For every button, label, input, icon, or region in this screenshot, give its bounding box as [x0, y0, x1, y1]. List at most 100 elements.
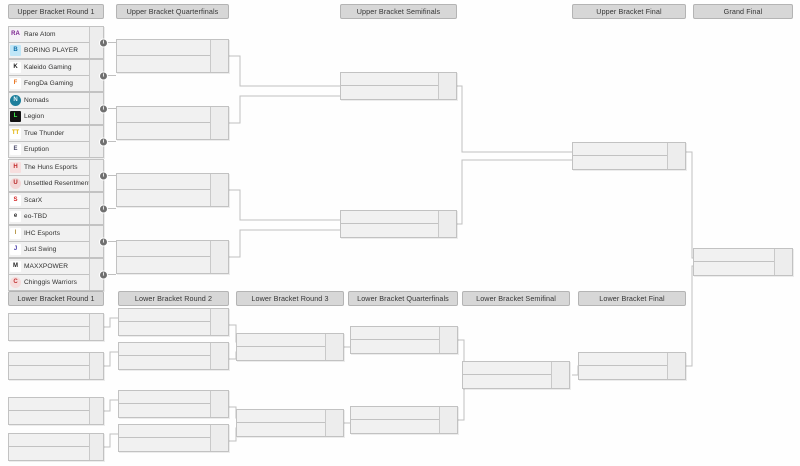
- match-slot-bottom[interactable]: F FengDa Gaming: [9, 75, 103, 91]
- match-slot-bottom[interactable]: C Chinggis Warriors: [9, 274, 103, 290]
- match-slot-bottom[interactable]: [9, 366, 103, 379]
- match-slot-bottom[interactable]: [237, 423, 343, 436]
- match-lb-semifinal[interactable]: [462, 361, 570, 389]
- match-lb-r2-2[interactable]: [118, 342, 229, 370]
- info-icon[interactable]: i: [100, 172, 107, 179]
- match-slot-top[interactable]: [117, 241, 228, 257]
- match-ub-qf-1[interactable]: [116, 39, 229, 73]
- match-slot-bottom[interactable]: [119, 322, 228, 335]
- match-slot-top[interactable]: M MAXXPOWER: [9, 259, 103, 275]
- match-ub-qf-4[interactable]: [116, 240, 229, 274]
- match-lb-r1-2[interactable]: [8, 352, 104, 380]
- match-lb-r1-3[interactable]: [8, 397, 104, 425]
- round-header-ub-semifinals[interactable]: Upper Bracket Semifinals: [340, 4, 457, 19]
- match-slot-top[interactable]: [119, 425, 228, 438]
- match-slot-top[interactable]: [119, 309, 228, 322]
- match-slot-bottom[interactable]: L Legion: [9, 108, 103, 124]
- match-slot-bottom[interactable]: [351, 420, 457, 433]
- match-slot-top[interactable]: [351, 407, 457, 420]
- match-slot-top[interactable]: H The Huns Esports: [9, 160, 103, 176]
- match-ub-final[interactable]: [572, 142, 686, 170]
- match-slot-bottom[interactable]: [341, 224, 456, 237]
- round-header-ub-round-1[interactable]: Upper Bracket Round 1: [8, 4, 104, 19]
- match-ub-qf-3[interactable]: [116, 173, 229, 207]
- match-ub-r1-1[interactable]: RA Rare Atom B BORING PLAYER i: [8, 26, 107, 59]
- match-slot-top[interactable]: [117, 174, 228, 190]
- match-slot-bottom[interactable]: [9, 327, 103, 340]
- match-lb-r2-4[interactable]: [118, 424, 229, 452]
- match-lb-final[interactable]: [578, 352, 686, 380]
- round-header-lb-round-2[interactable]: Lower Bracket Round 2: [118, 291, 229, 306]
- match-slot-bottom[interactable]: [9, 411, 103, 424]
- round-header-grand-final[interactable]: Grand Final: [693, 4, 793, 19]
- match-lb-qf-2[interactable]: [350, 406, 458, 434]
- match-lb-r3-1[interactable]: [236, 333, 344, 361]
- round-header-lb-round-1[interactable]: Lower Bracket Round 1: [8, 291, 104, 306]
- match-slot-top[interactable]: [237, 334, 343, 347]
- info-icon[interactable]: i: [100, 271, 107, 278]
- match-ub-r1-2[interactable]: K Kaleido Gaming F FengDa Gaming i: [8, 59, 107, 92]
- info-icon[interactable]: i: [100, 105, 107, 112]
- match-slot-top[interactable]: [351, 327, 457, 340]
- match-ub-sf-2[interactable]: [340, 210, 457, 238]
- round-header-lb-quarterfinals[interactable]: Lower Bracket Quarterfinals: [348, 291, 458, 306]
- match-slot-bottom[interactable]: U Unsettled Resentment: [9, 175, 103, 191]
- match-ub-qf-2[interactable]: [116, 106, 229, 140]
- match-slot-top[interactable]: [119, 343, 228, 356]
- match-slot-bottom[interactable]: [463, 375, 569, 388]
- match-slot-bottom[interactable]: [117, 123, 228, 139]
- match-slot-top[interactable]: [9, 434, 103, 447]
- info-icon[interactable]: i: [100, 72, 107, 79]
- info-icon[interactable]: i: [100, 39, 107, 46]
- match-slot-bottom[interactable]: [9, 447, 103, 460]
- match-lb-r2-3[interactable]: [118, 390, 229, 418]
- round-header-ub-final[interactable]: Upper Bracket Final: [572, 4, 686, 19]
- match-ub-sf-1[interactable]: [340, 72, 457, 100]
- match-slot-bottom[interactable]: [237, 347, 343, 360]
- match-slot-top[interactable]: [117, 107, 228, 123]
- info-icon[interactable]: i: [100, 138, 107, 145]
- info-icon[interactable]: i: [100, 205, 107, 212]
- match-slot-top[interactable]: [9, 353, 103, 366]
- match-slot-top[interactable]: [463, 362, 569, 375]
- match-ub-r1-6[interactable]: S ScarX e eo-TBD i: [8, 192, 107, 225]
- match-slot-top[interactable]: S ScarX: [9, 193, 103, 209]
- match-slot-top[interactable]: K Kaleido Gaming: [9, 60, 103, 76]
- match-slot-bottom[interactable]: [573, 156, 685, 169]
- match-slot-bottom[interactable]: [341, 86, 456, 99]
- match-slot-top[interactable]: [9, 314, 103, 327]
- match-slot-top[interactable]: [237, 410, 343, 423]
- match-slot-top[interactable]: [341, 211, 456, 224]
- match-ub-r1-5[interactable]: H The Huns Esports U Unsettled Resentmen…: [8, 159, 107, 192]
- match-slot-bottom[interactable]: [117, 257, 228, 273]
- match-ub-r1-7[interactable]: I IHC Esports J Just Swing i: [8, 225, 107, 258]
- match-slot-bottom[interactable]: [579, 366, 685, 379]
- match-lb-r1-1[interactable]: [8, 313, 104, 341]
- match-slot-bottom[interactable]: E Eruption: [9, 141, 103, 157]
- match-slot-top[interactable]: [341, 73, 456, 86]
- match-slot-bottom[interactable]: [119, 356, 228, 369]
- match-ub-r1-8[interactable]: M MAXXPOWER C Chinggis Warriors i: [8, 258, 107, 291]
- match-slot-bottom[interactable]: [351, 340, 457, 353]
- match-slot-top[interactable]: [579, 353, 685, 366]
- match-grand-final[interactable]: [693, 248, 793, 276]
- match-slot-top[interactable]: [119, 391, 228, 404]
- match-slot-bottom[interactable]: [694, 262, 792, 275]
- match-slot-bottom[interactable]: J Just Swing: [9, 241, 103, 257]
- match-slot-top[interactable]: RA Rare Atom: [9, 27, 103, 43]
- match-slot-top[interactable]: [117, 40, 228, 56]
- match-slot-bottom[interactable]: e eo-TBD: [9, 208, 103, 224]
- match-slot-bottom[interactable]: [119, 438, 228, 451]
- round-header-lb-round-3[interactable]: Lower Bracket Round 3: [236, 291, 344, 306]
- match-lb-qf-1[interactable]: [350, 326, 458, 354]
- match-slot-top[interactable]: [573, 143, 685, 156]
- match-slot-top[interactable]: N Nomads: [9, 93, 103, 109]
- match-slot-top[interactable]: TT True Thunder: [9, 126, 103, 142]
- round-header-lb-final[interactable]: Lower Bracket Final: [578, 291, 686, 306]
- match-slot-top[interactable]: [9, 398, 103, 411]
- match-ub-r1-4[interactable]: TT True Thunder E Eruption i: [8, 125, 107, 158]
- match-lb-r3-2[interactable]: [236, 409, 344, 437]
- match-slot-bottom[interactable]: B BORING PLAYER: [9, 42, 103, 58]
- round-header-lb-semifinal[interactable]: Lower Bracket Semifinal: [462, 291, 570, 306]
- match-lb-r1-4[interactable]: [8, 433, 104, 461]
